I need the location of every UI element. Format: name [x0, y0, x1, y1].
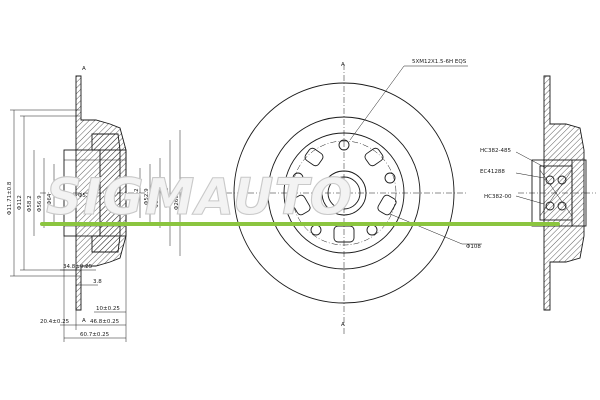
dim-3-8: 3.8: [93, 279, 102, 285]
inner-dim-2: Φ52.9: [144, 188, 150, 205]
front-section-mark-top: A: [341, 62, 345, 68]
inner-dim-4: Φ60.91: [164, 188, 170, 208]
dim-46-8: 46.8±0.25: [90, 319, 120, 325]
dim-d58: Φ58.2: [27, 195, 33, 212]
watermark-text: SIGMAUTO: [46, 168, 353, 226]
hub-label: Φ52.9: [78, 193, 95, 199]
part-label-1: HC382-485: [480, 148, 511, 154]
inner-dim-1: Φ52.2: [134, 188, 140, 205]
front-view: 5XM12X1.5-6H EQS Φ108 A A: [226, 59, 482, 336]
left-section-view: A A Φ11.71±0.8 Φ112 Φ58.2 Φ56.9 Φ64 Φ52.…: [7, 66, 181, 342]
bolt-hole: [384, 172, 396, 184]
dim-60-7: 60.7±0.25: [80, 332, 110, 338]
front-section-mark-bottom: A: [341, 322, 345, 328]
right-section-view: HC382-485 EC41288 HC382-00: [480, 75, 596, 311]
section-mark-top: A: [82, 66, 86, 72]
dim-d56: Φ56.9: [37, 195, 43, 212]
bolt-hole: [310, 224, 322, 236]
part-label-3: HC382-00: [484, 194, 512, 200]
inner-dim-5: Φ260.8: [174, 189, 180, 210]
pcd-callout: Φ108: [466, 244, 481, 250]
thread-callout: 5XM12X1.5-6H EQS: [412, 59, 467, 65]
bolt-hole: [366, 224, 378, 236]
dim-d64: Φ64: [47, 193, 53, 205]
inner-dim-3: Φ57.91: [154, 188, 160, 208]
dim-10: 10±0.25: [96, 306, 120, 312]
sigmauto-watermark: SIGMAUTO: [40, 167, 560, 227]
right-disc-section: [543, 75, 585, 311]
part-label-2: EC41288: [480, 169, 505, 175]
bolt-hole: [338, 139, 350, 151]
dim-outer-dia: Φ11.71±0.8: [7, 181, 13, 215]
dim-20-4: 20.4±0.25: [40, 319, 70, 325]
dim-34-8: 34.8±0.25: [63, 264, 93, 270]
dim-d112: Φ112: [17, 195, 23, 210]
section-mark-bottom: A: [82, 318, 86, 324]
bolt-hole: [292, 172, 304, 184]
